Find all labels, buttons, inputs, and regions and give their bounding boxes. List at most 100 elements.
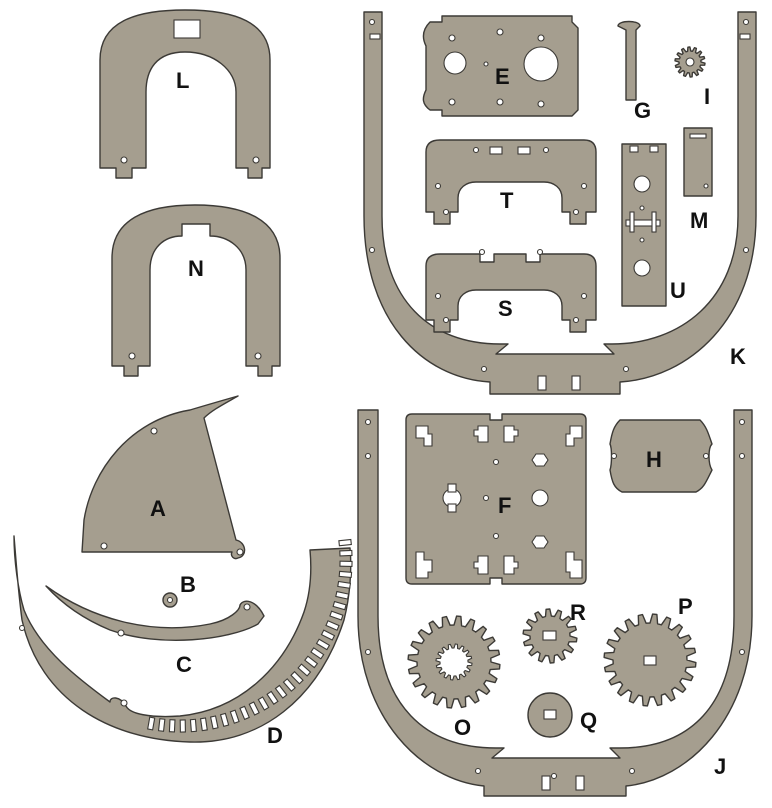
key-notch bbox=[447, 483, 457, 493]
mount-hole bbox=[703, 183, 709, 189]
mount-hole bbox=[738, 452, 746, 460]
part-G: G bbox=[617, 20, 651, 123]
pivot-hole bbox=[120, 699, 128, 707]
label-C: C bbox=[176, 652, 192, 677]
encoder-slot bbox=[338, 538, 352, 547]
slot bbox=[739, 33, 751, 40]
washer-hole bbox=[166, 596, 174, 604]
part-U: U bbox=[621, 143, 686, 307]
encoder-slot bbox=[332, 600, 347, 611]
large-hole bbox=[531, 489, 549, 507]
gear-hub-hole bbox=[685, 57, 695, 67]
mount-hole bbox=[18, 624, 26, 632]
mount-hole bbox=[474, 767, 482, 775]
plate-cutouts bbox=[415, 425, 583, 579]
mount-hole bbox=[243, 603, 251, 611]
encoder-slot bbox=[239, 705, 250, 721]
part-N: N bbox=[111, 204, 281, 377]
mount-hole bbox=[364, 452, 372, 460]
label-K: K bbox=[730, 344, 746, 369]
mount-hole bbox=[580, 182, 588, 190]
encoder-slot bbox=[209, 715, 219, 730]
part-L: L bbox=[99, 9, 271, 179]
encoder-slot bbox=[290, 670, 304, 685]
mount-hole bbox=[434, 292, 442, 300]
mount-hole bbox=[580, 292, 588, 300]
encoder-slot bbox=[337, 580, 352, 589]
large-hole bbox=[633, 175, 651, 193]
part-C: C bbox=[45, 585, 265, 677]
mount-hole bbox=[742, 246, 750, 254]
mount-hole bbox=[496, 28, 504, 36]
encoder-slot bbox=[199, 717, 208, 732]
mount-hole bbox=[483, 61, 489, 67]
label-G: G bbox=[634, 98, 651, 123]
label-U: U bbox=[670, 278, 686, 303]
gear-hub-hole bbox=[643, 655, 657, 666]
encoder-slot bbox=[219, 712, 230, 728]
mount-hole bbox=[537, 100, 545, 108]
mount-hole bbox=[738, 648, 746, 656]
mount-hole bbox=[702, 452, 710, 460]
slot bbox=[571, 375, 581, 391]
part-H: H bbox=[609, 419, 713, 493]
encoder-slot bbox=[325, 620, 340, 631]
label-D: D bbox=[267, 723, 283, 748]
splined-bore bbox=[435, 643, 473, 681]
label-S: S bbox=[498, 296, 513, 321]
slot bbox=[517, 146, 531, 155]
part-I: I bbox=[674, 46, 710, 109]
slot bbox=[489, 146, 503, 155]
mount-hole bbox=[492, 532, 500, 540]
part-T: T bbox=[425, 139, 597, 225]
mount-hole bbox=[442, 316, 450, 324]
encoder-slot bbox=[310, 647, 325, 660]
mount-hole bbox=[100, 542, 108, 550]
mount-hole bbox=[572, 316, 580, 324]
mount-hole bbox=[252, 156, 260, 164]
hex-hole bbox=[531, 453, 549, 467]
mount-hole bbox=[537, 34, 545, 42]
encoder-slots bbox=[147, 538, 353, 733]
encoder-slot bbox=[315, 638, 331, 651]
hex-hole bbox=[531, 535, 549, 549]
part-A: A bbox=[81, 395, 246, 560]
mount-hole bbox=[368, 246, 376, 254]
encoder-slot bbox=[147, 716, 156, 731]
square-hole bbox=[543, 709, 557, 720]
label-L: L bbox=[176, 68, 189, 93]
part-S: S bbox=[425, 248, 597, 333]
mount-hole bbox=[364, 418, 372, 426]
mount-hole bbox=[622, 365, 630, 373]
mount-hole bbox=[120, 156, 128, 164]
encoder-slot bbox=[229, 709, 240, 724]
encoder-slot bbox=[329, 610, 344, 621]
mount-hole bbox=[364, 648, 372, 656]
label-R: R bbox=[570, 600, 586, 625]
mount-hole bbox=[742, 18, 750, 26]
slot bbox=[651, 211, 657, 233]
label-B: B bbox=[180, 572, 196, 597]
encoder-slot bbox=[335, 590, 350, 600]
mount-hole bbox=[496, 98, 504, 106]
encoder-slot bbox=[320, 629, 336, 641]
label-T: T bbox=[500, 188, 514, 213]
slot bbox=[369, 33, 381, 40]
mount-hole bbox=[442, 208, 450, 216]
large-hole bbox=[633, 259, 651, 277]
label-Q: Q bbox=[580, 708, 597, 733]
encoder-slot bbox=[282, 678, 296, 692]
slot bbox=[625, 219, 661, 227]
encoder-slot bbox=[338, 570, 353, 579]
label-E: E bbox=[495, 64, 510, 89]
encoder-slot bbox=[168, 719, 176, 733]
slot bbox=[649, 145, 659, 153]
encoder-slot bbox=[339, 560, 353, 567]
encoder-slot bbox=[266, 690, 279, 705]
part-F: F bbox=[405, 413, 587, 585]
slot bbox=[629, 211, 635, 233]
mount-hole bbox=[639, 205, 645, 211]
part-K: K bbox=[363, 11, 757, 395]
slot bbox=[629, 145, 639, 153]
